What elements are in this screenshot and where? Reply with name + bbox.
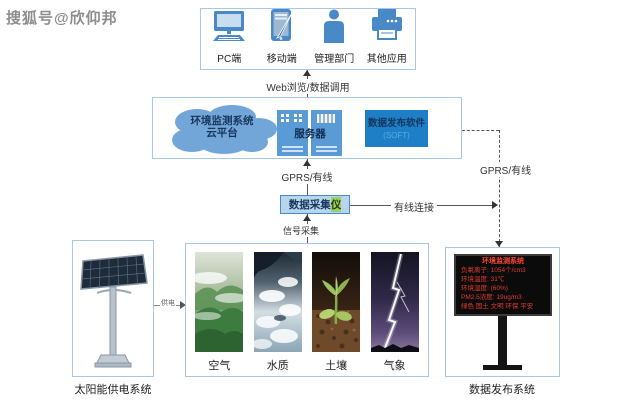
water-photo [251, 252, 302, 352]
led-line: 负氧离子: 1054个/cm3 [461, 267, 526, 274]
app-label: PC端 [217, 54, 242, 65]
wired-label: 有线连接 [391, 199, 437, 214]
printer-icon [369, 9, 405, 48]
sensor-water: 水质 [251, 252, 303, 373]
led-title: 环境监测系统 [482, 258, 524, 265]
power-label: 供电 [160, 298, 176, 308]
data-collector-node: 数据采集仪 [280, 195, 350, 214]
led-line: PM2.5浓度: 19ug/m3 [461, 294, 522, 301]
app-other: 其他应用 [361, 9, 413, 65]
cloud-icon [162, 105, 282, 160]
person-icon [321, 9, 347, 48]
arrow-down-to-led [495, 241, 503, 247]
led-display-box: 环境监测系统 负氧离子: 1054个/cm3 环境温度: 31℃ 环境湿度: (… [445, 247, 560, 377]
arrow-right-wired [492, 201, 498, 209]
arrow-right-power [180, 301, 186, 309]
solar-panel-icon [73, 254, 153, 380]
arrow-up-to-collector [303, 215, 311, 221]
led-line: 绿色 国土 文明 环保 平安 [461, 303, 534, 310]
software-label: 数据发布软件 [367, 118, 425, 129]
sensor-soil: 土壤 [311, 252, 361, 373]
led-pole [498, 316, 507, 365]
sensor-label: 空气 [208, 360, 231, 372]
led-line: 环境温度: 31℃ [461, 276, 505, 283]
arrow-up-to-apps [303, 70, 311, 76]
sensor-air: 空气 [191, 252, 248, 373]
sensor-label: 水质 [266, 360, 289, 372]
app-mobile: 移动端 [256, 9, 308, 65]
app-label: 移动端 [266, 54, 297, 65]
dashed-connector-horizontal [462, 130, 499, 131]
app-label: 其他应用 [366, 54, 407, 65]
desktop-icon [210, 11, 248, 48]
solar-caption: 太阳能供电系统 [74, 384, 152, 396]
app-admin: 管理部门 [308, 9, 360, 65]
dashed-connector-vertical [499, 130, 500, 247]
signal-label: 信号采集 [280, 224, 323, 237]
collector-label: 数据采集 [288, 199, 331, 211]
sensor-label: 土壤 [325, 360, 348, 372]
cloud-platform-label: 环境监测系统 云平台 [162, 115, 282, 139]
tablet-icon [267, 9, 297, 48]
solar-power-box [72, 240, 154, 377]
sensor-weather: 气象 [370, 252, 420, 373]
web-link-label: Web浏览/数据调用 [249, 79, 367, 94]
server-label: 服务器 [294, 128, 326, 140]
soil-photo [312, 252, 361, 352]
sensor-label: 气象 [383, 360, 406, 372]
cloud-label-line2: 云平台 [206, 127, 238, 139]
arrow-up-to-platform [303, 160, 311, 166]
led-line: 环境湿度: (60%) [461, 285, 508, 292]
server-icon [277, 110, 343, 160]
cloud-platform-node: 环境监测系统 云平台 [162, 102, 282, 156]
app-pc: PC端 [203, 11, 255, 65]
led-caption: 数据发布系统 [469, 384, 535, 396]
cloud-label-line1: 环境监测系统 [190, 115, 254, 127]
gprs-center-label: GPRS/有线 [272, 169, 342, 184]
gprs-right-label: GPRS/有线 [477, 162, 535, 177]
applications-box: PC端 移动端 [200, 8, 416, 70]
led-base [483, 365, 522, 370]
watermark: 搜狐号@欣仰邦 [6, 10, 118, 27]
app-label: 管理部门 [314, 54, 355, 65]
led-screen: 环境监测系统 负氧离子: 1054个/cm3 环境温度: 31℃ 环境湿度: (… [454, 254, 552, 316]
weather-photo [370, 252, 419, 352]
sensors-box: 空气 [185, 243, 429, 377]
air-photo [191, 252, 248, 352]
software-sublabel: (SOFT) [383, 131, 410, 140]
server-node: 服务器 [277, 110, 343, 156]
collector-label-highlight: 仪 [330, 197, 342, 212]
software-node: 数据发布软件 (SOFT) [365, 110, 428, 147]
